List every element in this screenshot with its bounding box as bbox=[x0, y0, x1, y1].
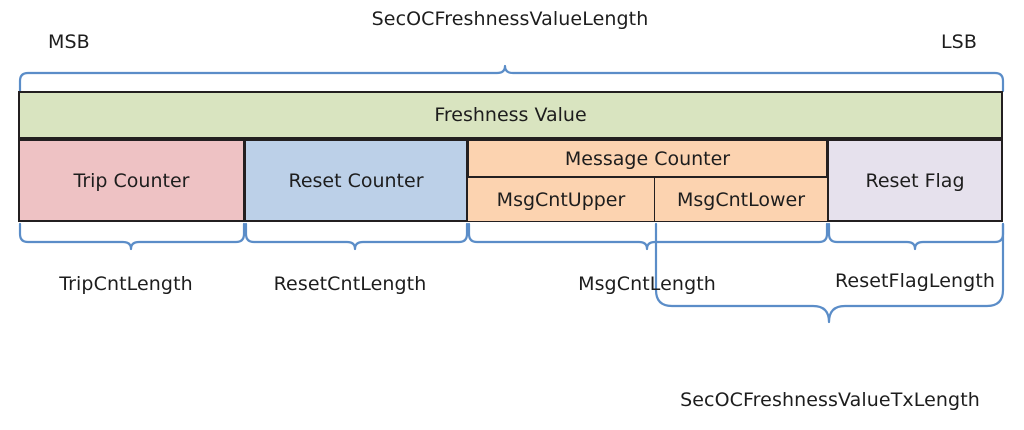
brace-secoc-freshness-value-length bbox=[18, 64, 1005, 93]
reset-flag-length-label: ResetFlagLength bbox=[834, 270, 996, 292]
msg-cnt-length-label: MsgCntLength bbox=[578, 273, 716, 295]
field-msg-cnt-upper-label: MsgCntUpper bbox=[496, 188, 626, 211]
secoc-freshness-value-tx-length-label: SecOCFreshnessValueTxLength bbox=[680, 389, 980, 411]
field-freshness-value: Freshness Value bbox=[18, 91, 1003, 139]
field-msg-cnt-lower-label: MsgCntLower bbox=[676, 188, 806, 211]
lsb-label: LSB bbox=[941, 31, 977, 53]
field-msg-cnt-upper: MsgCntUpper bbox=[467, 177, 655, 222]
field-trip-counter-label: Trip Counter bbox=[73, 169, 190, 192]
brace-reset-flag-length bbox=[827, 222, 1005, 251]
trip-cnt-length-label: TripCntLength bbox=[59, 273, 193, 295]
field-freshness-value-label: Freshness Value bbox=[434, 104, 587, 126]
field-reset-flag-label: Reset Flag bbox=[865, 169, 965, 192]
field-reset-flag: Reset Flag bbox=[827, 139, 1003, 222]
field-reset-counter: Reset Counter bbox=[244, 139, 468, 222]
reset-cnt-length-label: ResetCntLength bbox=[273, 273, 427, 295]
brace-trip-cnt-length bbox=[18, 222, 246, 251]
field-trip-counter: Trip Counter bbox=[18, 139, 245, 222]
msb-label: MSB bbox=[48, 31, 90, 53]
brace-msg-cnt-length bbox=[467, 222, 829, 251]
field-reset-counter-label: Reset Counter bbox=[288, 169, 424, 192]
field-message-counter-label: Message Counter bbox=[564, 147, 731, 170]
brace-reset-cnt-length bbox=[244, 222, 469, 251]
secoc-freshness-value-length-label: SecOCFreshnessValueLength bbox=[371, 8, 649, 30]
field-message-counter: Message Counter bbox=[467, 139, 828, 178]
field-msg-cnt-lower: MsgCntLower bbox=[654, 177, 828, 222]
